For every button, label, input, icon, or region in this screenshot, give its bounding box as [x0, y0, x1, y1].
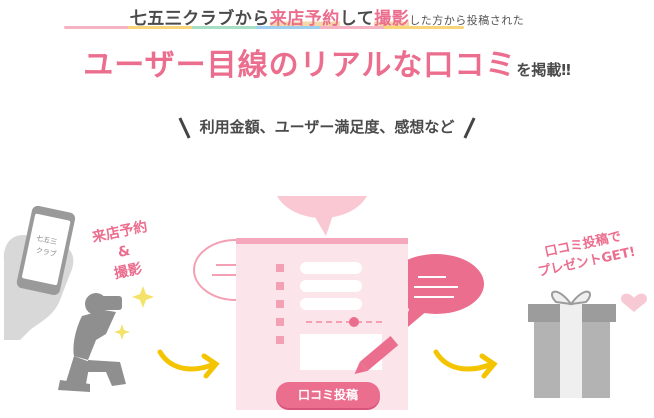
arrow-right-icon-1 — [157, 349, 220, 379]
subheading: 利用金額、ユーザー満足度、感想など — [0, 116, 654, 139]
heart-icon — [621, 293, 647, 312]
phone-screen-text-2: クラブ — [35, 245, 57, 258]
sparkle-icon — [114, 324, 130, 340]
headline-text-a: 七五三クラブから — [129, 9, 270, 29]
headline-line-2: ユーザー目線のリアルな口コミを掲載‼ — [0, 40, 654, 84]
speech-bubble-right — [388, 254, 484, 332]
headline-text-c: して — [339, 9, 375, 29]
rating-knob — [349, 317, 359, 327]
gift-box-icon — [528, 290, 616, 398]
phone-screen-text: 七五三 — [35, 233, 57, 246]
pencil-icon — [354, 335, 399, 374]
post-review-button[interactable]: 口コミ投稿 — [276, 382, 380, 408]
form-checkbox — [276, 300, 284, 308]
headline-highlight-reservation: 来店予約 — [269, 9, 340, 29]
headline-text-e: した方から投稿された — [409, 14, 525, 27]
slash-right-icon — [463, 116, 476, 139]
phone-icon — [16, 205, 76, 295]
arrow-right-icon-2 — [433, 349, 498, 379]
rainbow-underline — [64, 26, 464, 29]
main-title-suffix: を掲載‼ — [516, 61, 571, 79]
sparkle-icon — [132, 286, 154, 308]
form-field-2 — [300, 280, 362, 292]
form-checkbox — [276, 336, 284, 344]
photographer-icon — [58, 293, 126, 392]
slash-left-icon — [178, 116, 191, 139]
subheading-text: 利用金額、ユーザー満足度、感想など — [199, 118, 455, 136]
form-checkbox — [276, 282, 284, 290]
review-form-fields — [276, 262, 399, 374]
headline-highlight-photo: 撮影 — [374, 9, 410, 29]
speech-bubble-top — [277, 196, 367, 236]
form-checkbox — [276, 264, 284, 272]
form-checkbox — [276, 318, 284, 326]
headline-line-1: 七五三クラブから来店予約して撮影した方から投稿された — [0, 4, 654, 29]
form-field-3 — [300, 298, 362, 310]
form-field-1 — [300, 262, 362, 274]
main-title: ユーザー目線のリアルな口コミ — [83, 48, 517, 83]
